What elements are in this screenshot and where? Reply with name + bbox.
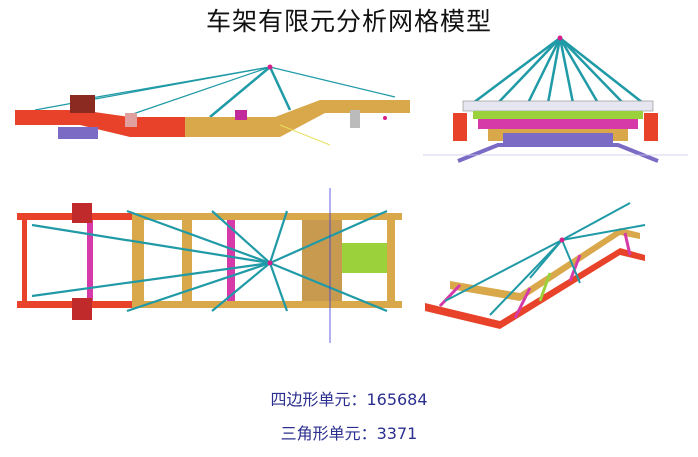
side-view (15, 64, 410, 146)
front-view (423, 35, 688, 163)
page-title: 车架有限元分析网格模型 (205, 7, 492, 36)
iso-rail-near (425, 248, 645, 329)
left-rail (17, 213, 402, 220)
frame-rail-rear (185, 100, 410, 137)
suspension-bracket (58, 127, 98, 139)
iso-rail-far (450, 228, 640, 301)
master-node (267, 64, 273, 70)
tri-element-count: 三角形单元：3371 (280, 424, 418, 443)
frame-rail-front (15, 110, 185, 137)
right-rail (17, 301, 402, 308)
quad-element-count: 四边形单元：165684 (270, 390, 428, 409)
isometric-view (425, 202, 646, 329)
top-view (17, 188, 402, 343)
